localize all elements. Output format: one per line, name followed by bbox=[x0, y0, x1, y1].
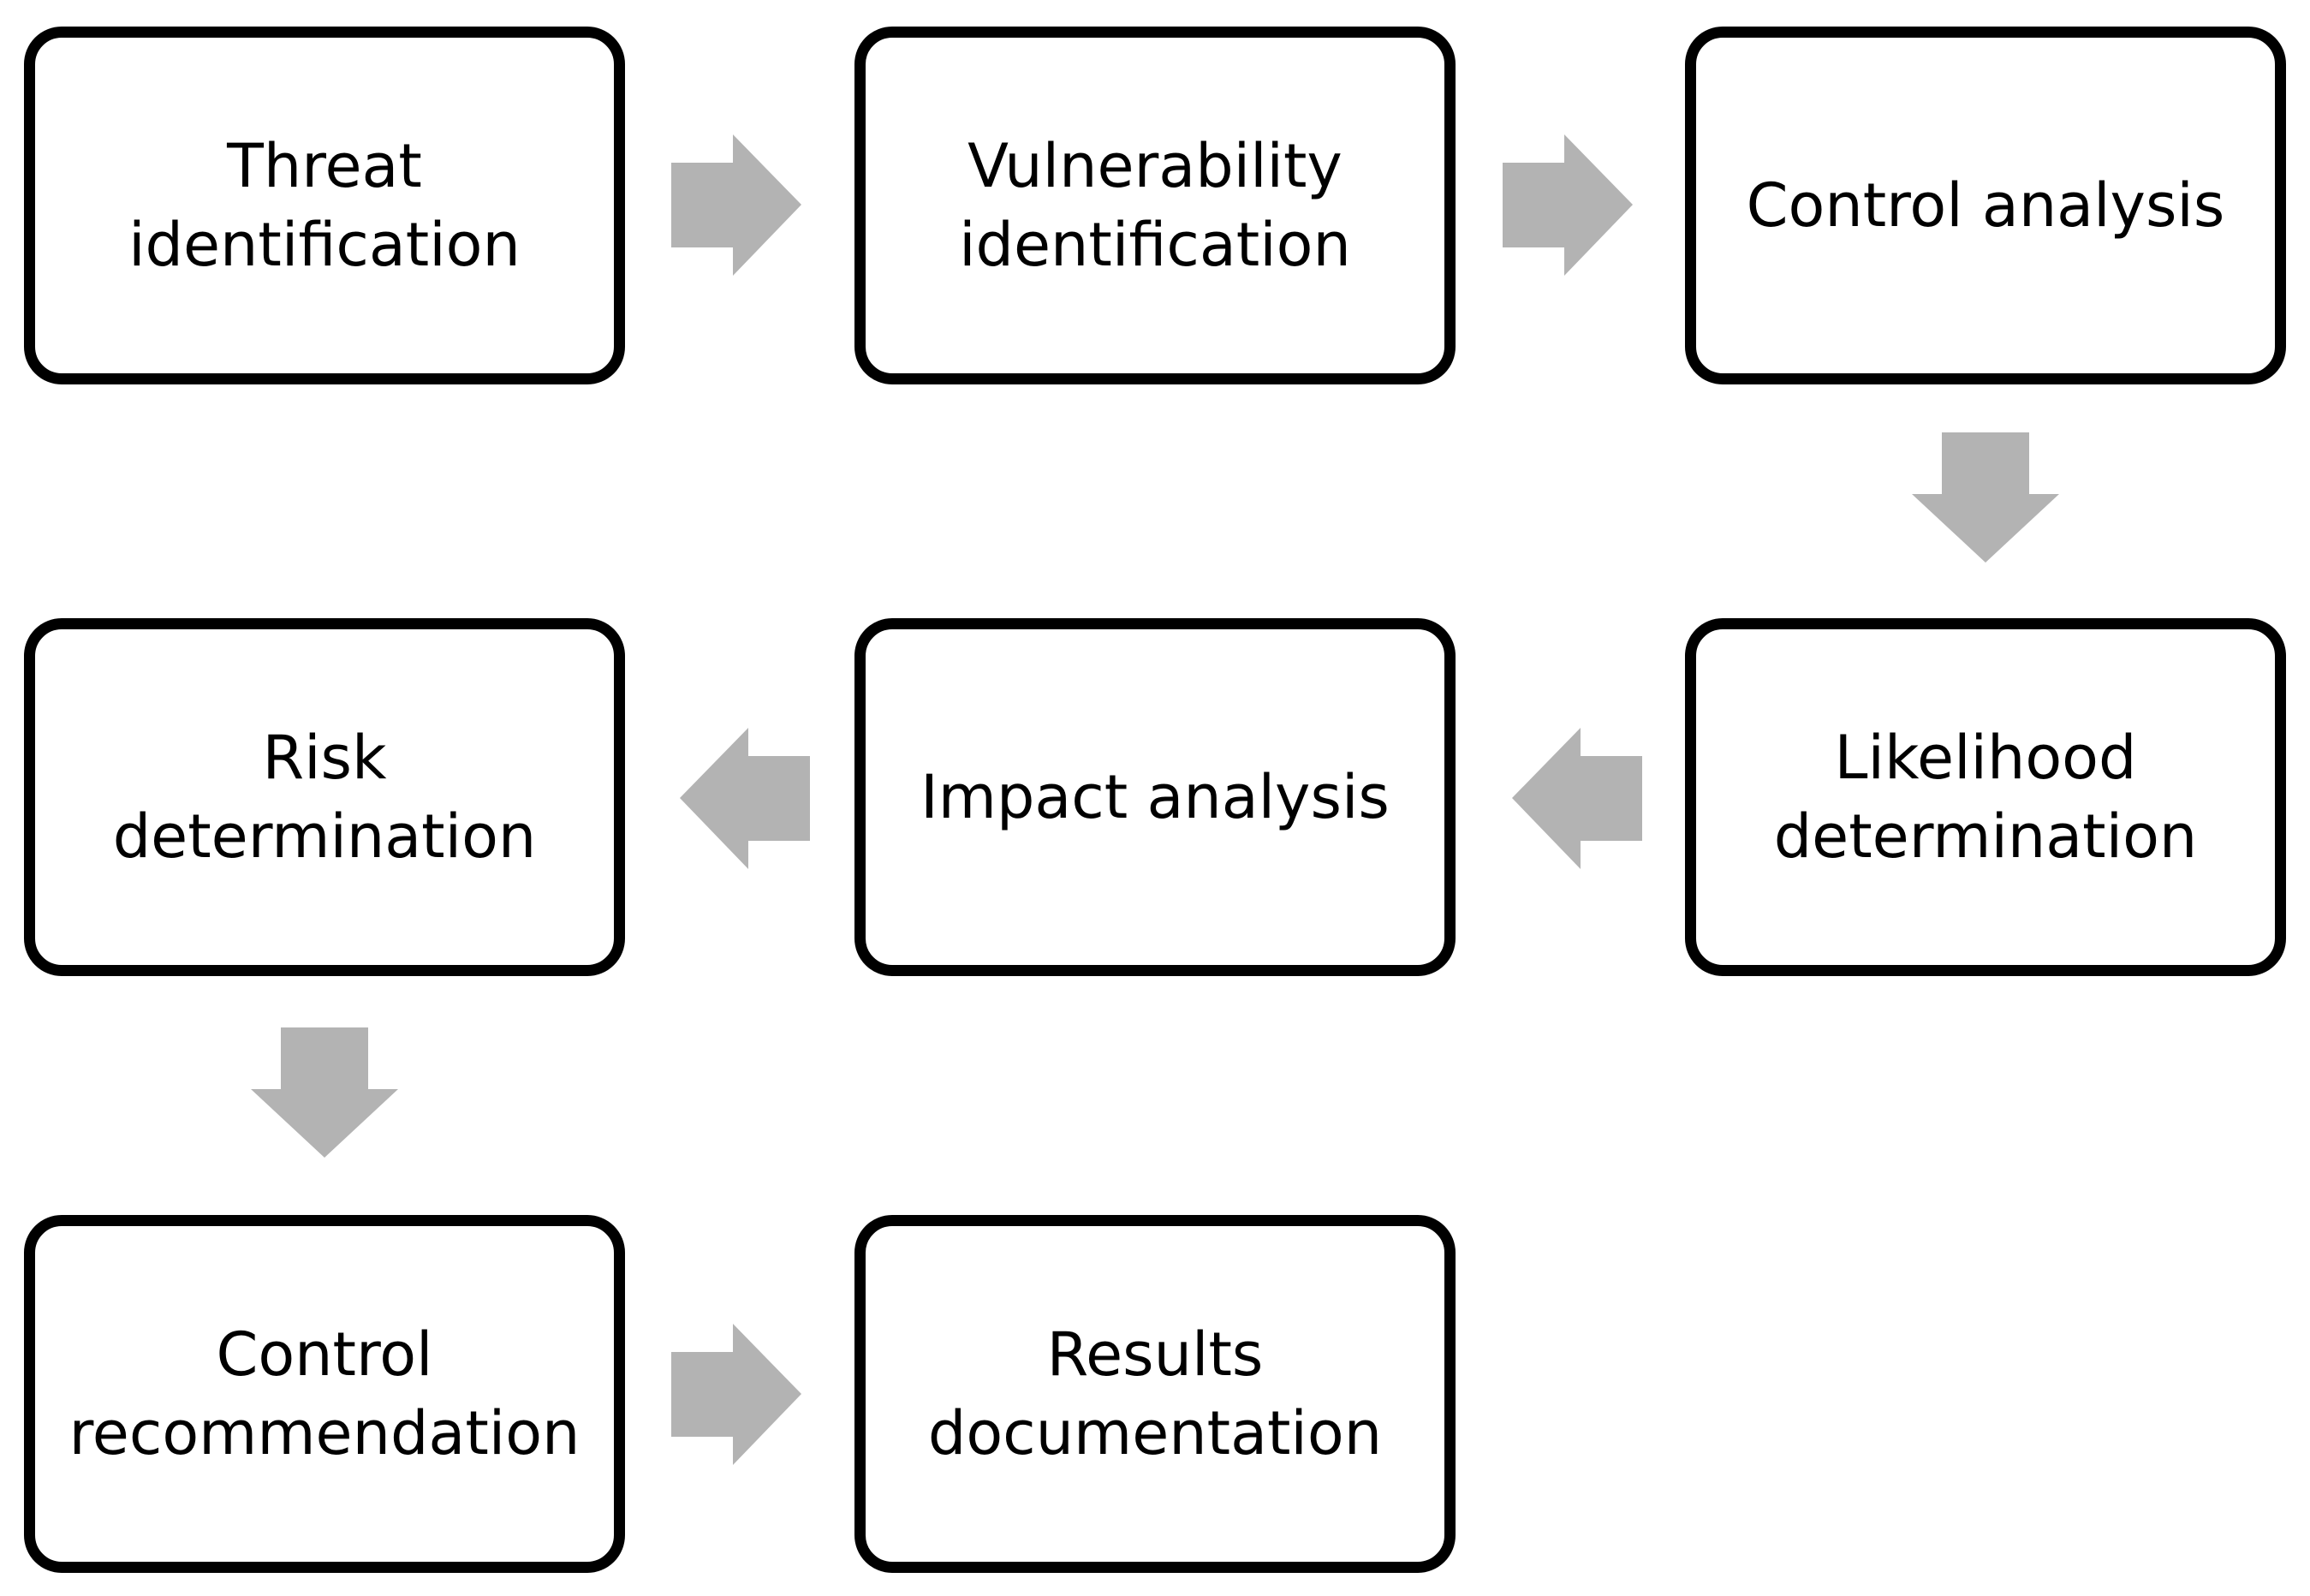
step-label: Risk determination bbox=[112, 723, 537, 872]
step-label: Threat identification bbox=[128, 131, 521, 280]
arrow-left-icon bbox=[1512, 728, 1642, 869]
step-control-analysis: Control analysis bbox=[1685, 27, 2286, 384]
step-label: Results documentation bbox=[927, 1319, 1383, 1468]
arrow-down-icon bbox=[251, 1027, 398, 1158]
step-label: Likelihood determination bbox=[1773, 723, 2198, 872]
step-label: Vulnerability identification bbox=[959, 131, 1351, 280]
step-impact-analysis: Impact analysis bbox=[854, 618, 1456, 976]
step-label: Impact analysis bbox=[920, 762, 1390, 832]
step-threat-identification: Threat identification bbox=[24, 27, 625, 384]
step-likelihood-determination: Likelihood determination bbox=[1685, 618, 2286, 976]
arrow-right-icon bbox=[671, 1324, 801, 1465]
arrow-right-icon bbox=[1503, 134, 1633, 276]
step-label: Control recommendation bbox=[68, 1319, 580, 1468]
step-label: Control analysis bbox=[1746, 170, 2225, 241]
arrow-down-icon bbox=[1912, 432, 2059, 563]
arrow-left-icon bbox=[680, 728, 810, 869]
step-control-recommendation: Control recommendation bbox=[24, 1215, 625, 1573]
step-results-documentation: Results documentation bbox=[854, 1215, 1456, 1573]
step-risk-determination: Risk determination bbox=[24, 618, 625, 976]
arrow-right-icon bbox=[671, 134, 801, 276]
step-vulnerability-identification: Vulnerability identification bbox=[854, 27, 1456, 384]
